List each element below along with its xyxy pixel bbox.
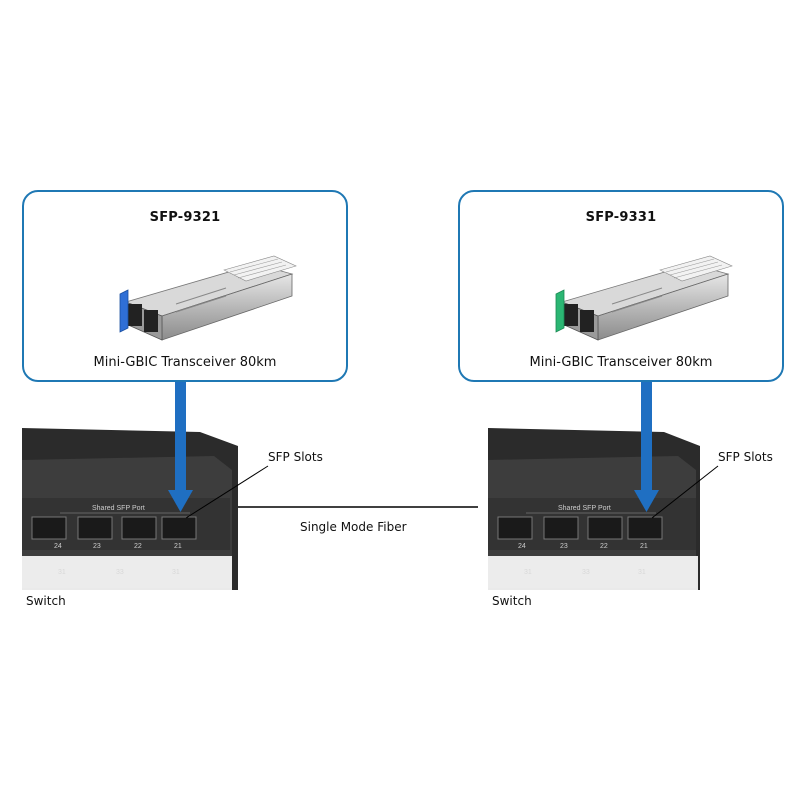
right-reflection-label: 33 [582,569,590,576]
right-switch-image: Shared SFP Port 24 23 22 21 31 33 31 [488,428,700,590]
left-transceiver-card: SFP-9321 Mini-GBIC Transceiver 80km [22,190,348,382]
left-model-title: SFP-9321 [149,210,221,225]
left-port-label: 24 [54,543,62,550]
right-caption: Mini-GBIC Transceiver 80km [529,355,713,370]
left-sfp-slots-label: SFP Slots [268,450,323,464]
left-port-label: 23 [93,543,101,550]
left-sfp-slot-21[interactable] [161,516,197,540]
left-port-header: Shared SFP Port [92,505,145,512]
right-port-label: 23 [560,543,568,550]
right-model-title: SFP-9331 [585,210,657,225]
left-reflection-label: 31 [58,569,66,576]
left-reflection-label: 33 [116,569,124,576]
blue-latch-icon [119,289,129,333]
left-insert-arrow [168,382,193,512]
left-caption: Mini-GBIC Transceiver 80km [93,355,277,370]
left-port-label: 21 [174,543,182,550]
right-reflection-label: 31 [638,569,646,576]
right-reflection-label: 31 [524,569,532,576]
right-sfp-slot-23[interactable] [543,516,579,540]
green-latch-icon [555,289,565,333]
left-sfp-slot-24[interactable] [31,516,67,540]
left-switch-label: Switch [26,594,66,608]
right-port-label: 24 [518,543,526,550]
left-sfp-slot-23[interactable] [77,516,113,540]
left-sfp-module-image [119,255,297,341]
left-switch-image: Shared SFP Port 24 23 22 21 31 33 31 [22,428,238,590]
right-sfp-slot-22[interactable] [587,516,623,540]
right-sfp-slot-21[interactable] [627,516,663,540]
right-insert-arrow [634,382,659,512]
right-port-label: 21 [640,543,648,550]
right-port-label: 22 [600,543,608,550]
left-port-label: 22 [134,543,142,550]
right-sfp-slots-label: SFP Slots [718,450,773,464]
right-switch-label: Switch [492,594,532,608]
right-transceiver-card: SFP-9331 Mini-GBIC Transceiver 80km [458,190,784,382]
right-sfp-module-image [555,255,733,341]
right-sfp-slot-24[interactable] [497,516,533,540]
left-slots-leader-line [185,465,269,519]
fiber-link-label: Single Mode Fiber [300,520,407,534]
left-reflection-label: 31 [172,569,180,576]
right-slots-leader-line [651,465,719,519]
left-sfp-slot-22[interactable] [121,516,157,540]
right-port-header: Shared SFP Port [558,505,611,512]
